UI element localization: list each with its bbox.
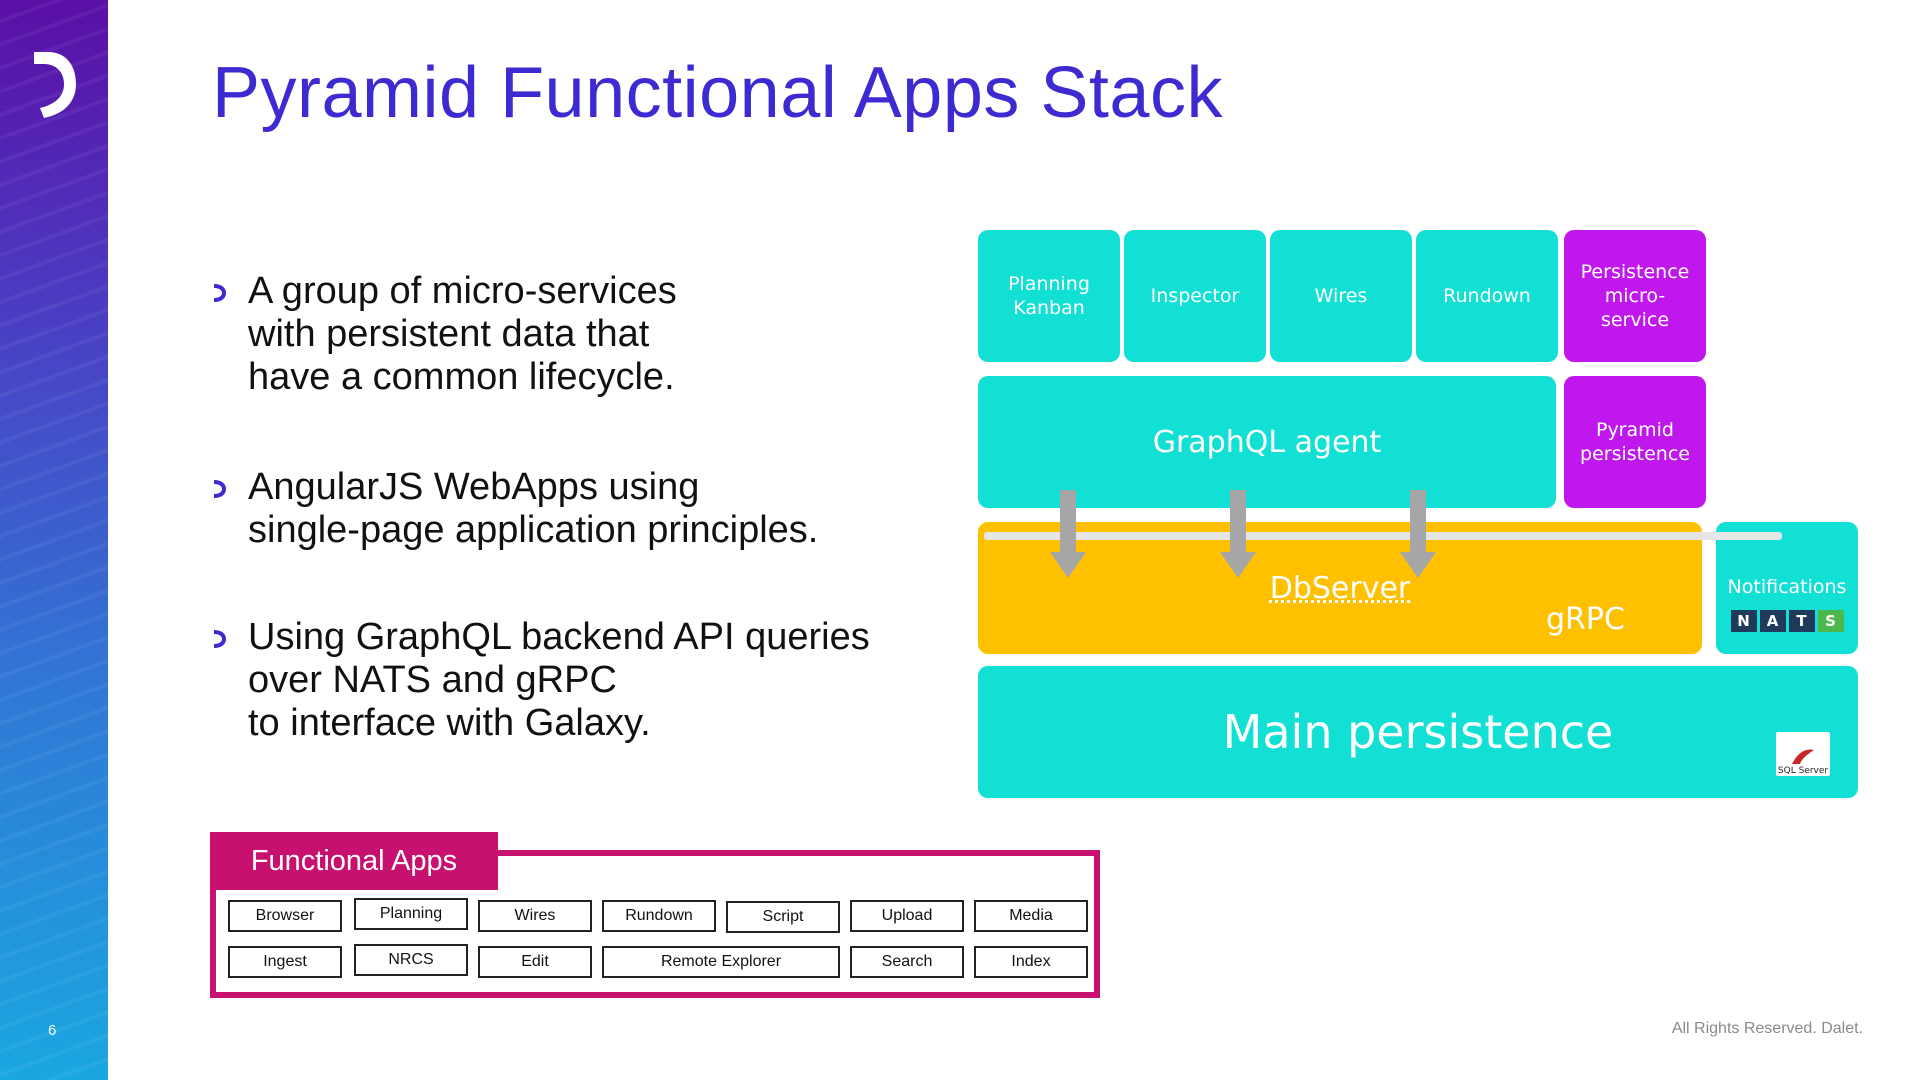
bullet-text: over NATS and gRPC [248, 659, 617, 701]
main-persistence-label: Main persistence [1222, 705, 1614, 759]
connector-bar [984, 532, 1782, 540]
box-label: persistence [1580, 443, 1690, 465]
bullet-item: Using GraphQL backend API queries over N… [210, 616, 870, 745]
chevron-bullet-icon [214, 284, 226, 302]
box-planning-kanban: Planning Kanban [978, 230, 1120, 362]
grpc-label: gRPC [1546, 602, 1625, 637]
app-browser: Browser [228, 900, 342, 932]
sql-server-text: SQL Server [1777, 766, 1829, 776]
sql-server-logo: SQL Server [1776, 732, 1830, 776]
box-main-persistence: Main persistence SQL Server [978, 666, 1858, 798]
box-label: service [1600, 309, 1670, 331]
nats-logo: N A T S [1730, 610, 1844, 632]
sidebar: 6 [0, 0, 108, 1080]
box-wires: Wires [1270, 230, 1412, 362]
nats-letter: T [1788, 610, 1815, 632]
box-label: Pyramid [1595, 419, 1674, 441]
app-index: Index [974, 946, 1088, 978]
bullet-text: A group of micro-services [248, 270, 677, 312]
architecture-diagram: Planning Kanban Inspector Wires Rundown … [978, 230, 1858, 800]
app-planning: Planning [354, 898, 468, 930]
app-search: Search [850, 946, 964, 978]
box-graphql-agent: GraphQL agent [978, 376, 1556, 508]
box-label: Rundown [1443, 285, 1531, 307]
box-label: Persistence [1580, 261, 1690, 283]
dalet-logo-icon [34, 52, 76, 118]
sidebar-pattern [0, 0, 108, 1080]
chevron-bullet-icon [214, 630, 226, 648]
chevron-bullet-icon [214, 480, 226, 498]
page-number: 6 [48, 1022, 57, 1039]
bullet-text: AngularJS WebApps using [248, 466, 700, 508]
app-rundown: Rundown [602, 900, 716, 932]
down-arrow-icon [1400, 490, 1436, 578]
nats-letter: S [1817, 610, 1844, 632]
sql-server-icon [1792, 749, 1814, 764]
nats-letter: A [1759, 610, 1786, 632]
down-arrow-icon [1050, 490, 1086, 578]
dbserver-label: DbServer [1269, 570, 1411, 606]
box-inspector: Inspector [1124, 230, 1266, 362]
bullet-text: single-page application principles. [248, 509, 819, 551]
nats-letter: N [1730, 610, 1757, 632]
app-remote-explorer: Remote Explorer [602, 946, 840, 978]
box-notifications: Notifications N A T S [1716, 522, 1858, 654]
app-wires: Wires [478, 900, 592, 932]
box-dbserver: DbServer gRPC [978, 522, 1702, 654]
app-nrcs: NRCS [354, 944, 468, 976]
down-arrow-icon [1220, 490, 1256, 578]
box-label: micro- [1604, 285, 1666, 307]
page-title: Pyramid Functional Apps Stack [212, 53, 1223, 133]
app-upload: Upload [850, 900, 964, 932]
copyright-footer: All Rights Reserved. Dalet. [1671, 1020, 1863, 1037]
box-label: Planning [1008, 273, 1090, 295]
box-rundown: Rundown [1416, 230, 1558, 362]
app-script: Script [726, 901, 840, 933]
box-label: Wires [1314, 285, 1368, 307]
app-ingest: Ingest [228, 946, 342, 978]
box-label: Kanban [1013, 297, 1085, 319]
box-label: Inspector [1150, 285, 1240, 307]
functional-apps-title: Functional Apps [210, 832, 498, 890]
box-pyramid-persistence: Pyramid persistence [1564, 376, 1706, 508]
bullet-text: have a common lifecycle. [248, 356, 675, 398]
functional-apps-frame [210, 850, 1100, 998]
bullet-item: A group of micro-services with persisten… [210, 270, 677, 399]
graphql-label: GraphQL agent [1152, 424, 1382, 460]
box-persistence-microservice: Persistence micro- service [1564, 230, 1706, 362]
bullet-text: to interface with Galaxy. [248, 702, 651, 744]
app-edit: Edit [478, 946, 592, 978]
bullet-item: AngularJS WebApps using single-page appl… [210, 466, 818, 552]
app-media: Media [974, 900, 1088, 932]
bullet-text: Using GraphQL backend API queries [248, 616, 870, 658]
bullet-text: with persistent data that [248, 313, 650, 355]
notifications-label: Notifications [1727, 576, 1847, 598]
